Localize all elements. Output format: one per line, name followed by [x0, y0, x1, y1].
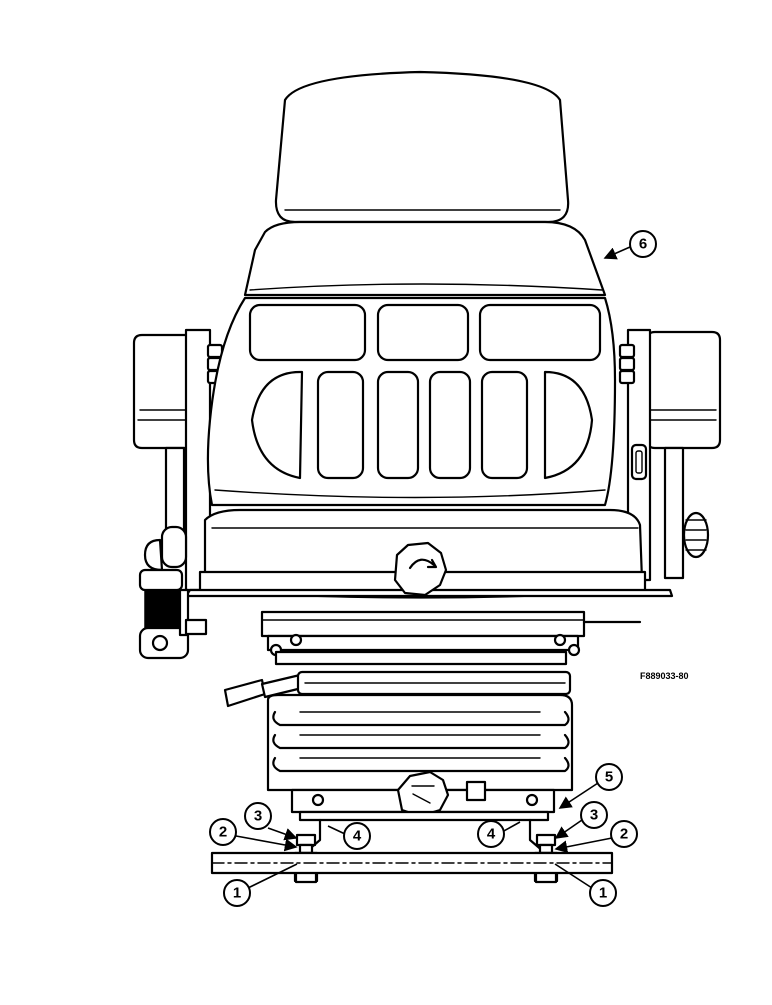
- suspension-bellows: [266, 693, 574, 792]
- callout-2-right: 2: [554, 820, 638, 854]
- svg-text:2: 2: [219, 824, 227, 841]
- callout-6: 6: [603, 230, 657, 260]
- svg-text:2: 2: [620, 826, 628, 843]
- svg-text:3: 3: [590, 807, 598, 824]
- figure-code: F889033-80: [640, 671, 689, 681]
- svg-text:5: 5: [605, 769, 613, 786]
- callout-4-left: 4: [327, 822, 371, 850]
- slide-rails: [260, 610, 642, 666]
- upper-back-cushion: [243, 220, 607, 297]
- right-armrest: [618, 328, 722, 582]
- callout-5: 5: [558, 763, 623, 809]
- headrest: [274, 70, 570, 224]
- backrest-panels: [206, 296, 617, 507]
- svg-text:1: 1: [599, 885, 607, 902]
- svg-text:4: 4: [487, 826, 496, 843]
- callout-1-left: 1: [223, 863, 298, 907]
- callouts: 6 5 3 2 4 4 3: [209, 230, 657, 907]
- callout-1-right: 1: [554, 863, 617, 907]
- lumbar-adjust-knob: [682, 511, 710, 559]
- base-housing: [290, 770, 556, 822]
- callout-3-right: 3: [554, 801, 608, 839]
- backrest-lever: [630, 443, 648, 481]
- svg-text:1: 1: [233, 885, 241, 902]
- svg-text:4: 4: [353, 828, 362, 845]
- right-armrest-knob: [618, 343, 636, 385]
- callout-4-right: 4: [477, 820, 521, 848]
- callout-3-left: 3: [244, 802, 298, 841]
- floor-rail: [210, 851, 614, 875]
- left-side-controls: [138, 525, 208, 660]
- svg-text:3: 3: [254, 808, 262, 825]
- svg-text:6: 6: [639, 236, 647, 253]
- weight-adjust-knob: [393, 541, 448, 597]
- callout-2-left: 2: [209, 818, 298, 852]
